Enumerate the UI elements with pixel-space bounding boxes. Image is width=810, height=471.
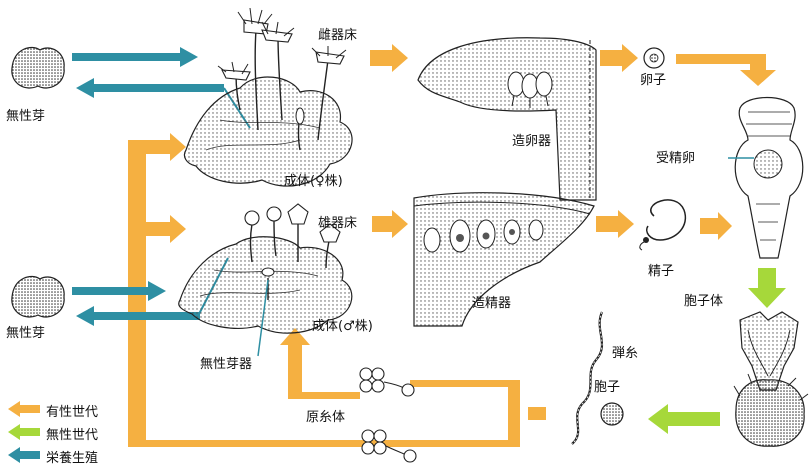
- orange-bracket-protonema: [410, 380, 520, 447]
- orange-arrow-to-female: [128, 133, 186, 161]
- antheridium-illustration: [413, 192, 595, 327]
- label-protonema: 原糸体: [306, 410, 346, 425]
- gemma-top-illustration: [11, 46, 65, 89]
- legend-swatches: [8, 401, 40, 463]
- orange-arrow-antheridiophore: [372, 210, 408, 238]
- orange-arrow-egg-down: [676, 54, 776, 86]
- sporophyte-illustration: [733, 311, 809, 447]
- label-male-thallus: 成体(♂株): [312, 319, 373, 334]
- label-gemma-bottom: 無性芽: [6, 326, 46, 341]
- orange-arrow-to-bracket: [528, 407, 546, 420]
- green-arrow-down: [748, 268, 786, 308]
- orange-arrow-to-male: [146, 215, 186, 243]
- legend-label-vegetative: 栄養生殖: [46, 451, 99, 466]
- legend-label-asexual: 無性世代: [46, 428, 99, 443]
- teal-arrow-bottom-right: [72, 281, 166, 301]
- archegonium-illustration: [417, 37, 597, 201]
- orange-up-arrow: [280, 328, 360, 399]
- sexual-flow-arrows: [128, 44, 776, 447]
- label-elater: 弾糸: [612, 346, 639, 361]
- legend-label-sexual: 有性世代: [46, 405, 99, 420]
- label-antheridium: 造精器: [472, 296, 512, 311]
- zygote-archegonium-illustration: [728, 97, 804, 259]
- teal-arrow-top-left: [76, 78, 224, 98]
- green-arrow-left: [648, 404, 720, 434]
- female-thallus-illustration: [183, 7, 353, 187]
- sperm-illustration: [639, 199, 687, 251]
- orange-arrow-sperm: [596, 210, 634, 238]
- teal-arrow-bottom-left: [76, 306, 200, 326]
- gemma-bottom-illustration: [11, 275, 65, 318]
- elater-illustration: [571, 311, 604, 445]
- orange-arrow-archegoniophore: [370, 44, 408, 72]
- legend-swatch-vegetative: [8, 447, 40, 463]
- protonema-illustration: [359, 367, 417, 463]
- legend-swatch-sexual: [8, 401, 40, 417]
- label-egg: 卵子: [640, 73, 667, 88]
- teal-arrow-top-right: [72, 47, 198, 67]
- label-gemma-cup: 無性芽器: [200, 357, 253, 372]
- male-thallus-illustration: [178, 203, 353, 357]
- orange-arrow-to-zygote: [700, 212, 732, 240]
- label-gemma-top: 無性芽: [6, 109, 46, 124]
- egg-illustration: [643, 47, 665, 69]
- label-zygote: 受精卵: [656, 151, 696, 166]
- orange-arrow-egg: [600, 44, 638, 72]
- legend-swatch-asexual: [8, 424, 40, 440]
- label-archegoniophore: 雌器床: [318, 28, 358, 43]
- label-female-thallus: 成体(♀株): [284, 174, 343, 189]
- asexual-flow-arrows: [648, 268, 786, 434]
- label-archegonium: 造卵器: [512, 134, 552, 149]
- label-spore: 胞子: [594, 380, 621, 395]
- label-antheridiophore: 雄器床: [318, 216, 358, 231]
- label-sperm: 精子: [648, 264, 675, 279]
- label-sporophyte: 胞子体: [684, 294, 724, 309]
- spore-illustration: [600, 402, 624, 426]
